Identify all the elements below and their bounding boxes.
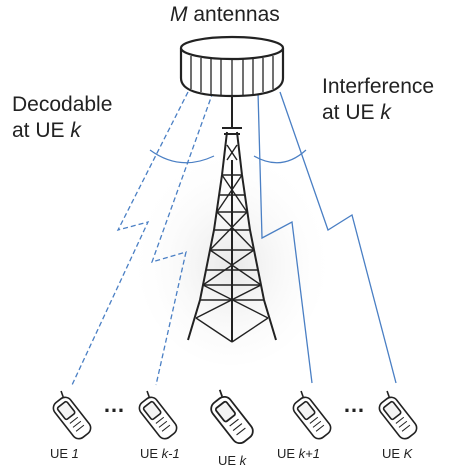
beam-to-ue-1 [71,91,189,386]
drum-ribs [190,56,274,95]
drum-top [179,35,285,61]
left-beam-arc [149,149,215,164]
ellipsis-right: … [343,392,366,417]
beam-to-ue-k-plus-1 [257,91,313,384]
ue-label-1: UE 1 [50,446,79,461]
ellipsis-left: … [103,392,126,417]
antenna-array-icon [179,35,285,98]
right-beam-arc [253,149,307,164]
interference-beams [257,91,397,384]
decodable-label: Decodable at UE k [12,93,113,142]
beam-arcs [149,149,307,164]
interference-label: Interference at UE k [322,75,435,124]
phone-ue-K [378,390,418,440]
decodable-beams [71,91,214,386]
beam-to-ue-K [279,91,397,384]
tower-braces [195,144,269,343]
ue-label-k-plus-1: UE k+1 [277,446,320,461]
phone-ue-1 [52,390,92,440]
phone-ue-k-plus-1 [292,390,332,440]
beam-to-ue-k-1 [150,91,214,386]
tower-icon [187,96,277,343]
ue-label-k-1: UE k-1 [140,446,180,461]
ue-label-K: UE K [382,446,413,461]
user-equipment-row [52,389,418,445]
phone-ue-k-1 [138,390,178,440]
phone-ue-k [210,389,254,445]
antenna-count-title: M antennas [170,3,280,26]
ue-label-k: UE k [218,453,247,468]
